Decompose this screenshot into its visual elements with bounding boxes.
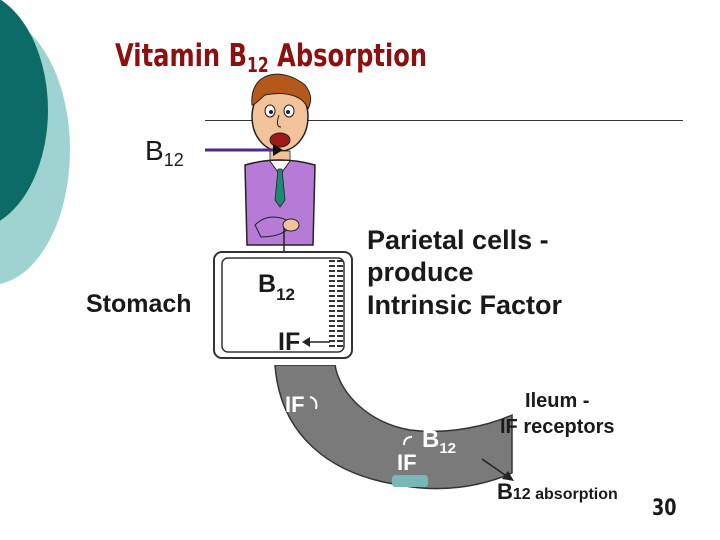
dark-teal-arc: [0, 0, 48, 221]
parietal-cells-text: Parietal cells - produce Intrinsic Facto…: [367, 225, 563, 320]
duct-if-label: IF: [285, 392, 305, 417]
ileum-receptors-text: Ileum - IF receptors: [500, 390, 615, 438]
page-number: 30: [652, 496, 677, 521]
intake-arrow: [205, 144, 283, 156]
b12-intake-label: B12: [145, 135, 184, 170]
stomach-if-label: IF: [278, 328, 301, 356]
slide-title: Vitamin B12 Absorption: [115, 38, 428, 77]
stomach-b12-label: B12: [258, 270, 295, 304]
title-rule: [205, 120, 683, 121]
absorption-arrow: [481, 458, 514, 481]
b12-absorption-text: B12 absorption: [497, 479, 618, 504]
complex-b12-label: B12: [422, 426, 457, 457]
stomach-diagram: [213, 251, 353, 359]
stomach-label: Stomach: [86, 290, 192, 318]
person-clipart: [244, 73, 316, 246]
intestine-diagram: [274, 365, 513, 490]
complex-if-label: IF: [397, 450, 417, 475]
